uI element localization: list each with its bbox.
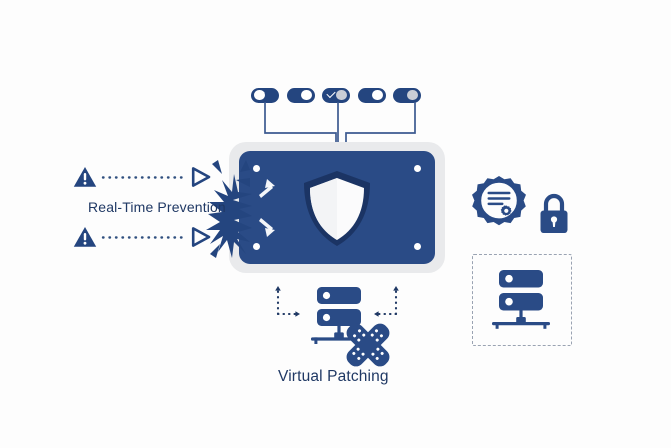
warning-triangle-bottom bbox=[73, 226, 97, 248]
warning-triangle-icon bbox=[73, 227, 97, 247]
toggle-switch-1[interactable] bbox=[251, 87, 279, 103]
plate-corner-dot bbox=[414, 165, 421, 172]
attack-path-top bbox=[101, 176, 189, 179]
toggle-switch-3[interactable] bbox=[322, 87, 350, 103]
certificate-seal bbox=[470, 176, 528, 234]
shield-emblem bbox=[300, 169, 374, 248]
toggle-knob bbox=[371, 89, 383, 101]
impact-burst-icon bbox=[206, 160, 252, 258]
plate-corner-dot bbox=[253, 243, 260, 250]
attack-arrow-bottom bbox=[190, 226, 212, 248]
toggle-switch-2[interactable] bbox=[286, 87, 315, 103]
toggle-switch-5[interactable] bbox=[393, 87, 421, 103]
toggle-knob bbox=[407, 89, 418, 101]
impact-burst bbox=[206, 150, 252, 268]
toggle-switch-4[interactable] bbox=[357, 87, 386, 103]
security-gateway-plate-frame bbox=[229, 142, 445, 273]
padlock-icon bbox=[540, 193, 568, 233]
shield-icon bbox=[304, 171, 370, 246]
plate-corner-dot bbox=[253, 165, 260, 172]
crossed-bandage-icon bbox=[346, 323, 390, 367]
dashed-curved-arrow-icon bbox=[374, 286, 399, 317]
server-rack-icon bbox=[492, 270, 550, 329]
attack-path-bottom bbox=[101, 236, 189, 239]
bandage-patch bbox=[340, 317, 396, 373]
dashed-curved-arrow-icon bbox=[275, 286, 300, 317]
dotted-attack-path bbox=[101, 176, 189, 179]
play-arrow-icon bbox=[191, 167, 211, 187]
security-gateway-plate bbox=[239, 151, 435, 264]
virtual-patching-arrow-right bbox=[366, 282, 400, 318]
dotted-attack-path bbox=[101, 236, 189, 239]
warning-triangle-icon bbox=[73, 167, 97, 187]
certificate-seal-icon bbox=[472, 176, 526, 226]
virtual-patching-arrow-left bbox=[274, 282, 308, 318]
toggle-knob bbox=[254, 89, 265, 101]
toggle-knob bbox=[336, 89, 347, 101]
protected-server bbox=[489, 268, 553, 332]
padlock bbox=[537, 192, 571, 236]
attack-arrow-top bbox=[190, 166, 212, 188]
toggle-switch-row bbox=[251, 85, 421, 105]
play-arrow-icon bbox=[191, 227, 211, 247]
protected-asset-boundary bbox=[472, 254, 572, 346]
check-icon bbox=[325, 88, 336, 98]
impact-shards-inner bbox=[245, 177, 281, 239]
toggle-knob bbox=[300, 89, 312, 101]
warning-triangle-top bbox=[73, 166, 97, 188]
real-time-prevention-label: Real-Time Prevention bbox=[88, 199, 226, 215]
virtual-patching-label: Virtual Patching bbox=[278, 368, 389, 385]
plate-corner-dot bbox=[414, 243, 421, 250]
